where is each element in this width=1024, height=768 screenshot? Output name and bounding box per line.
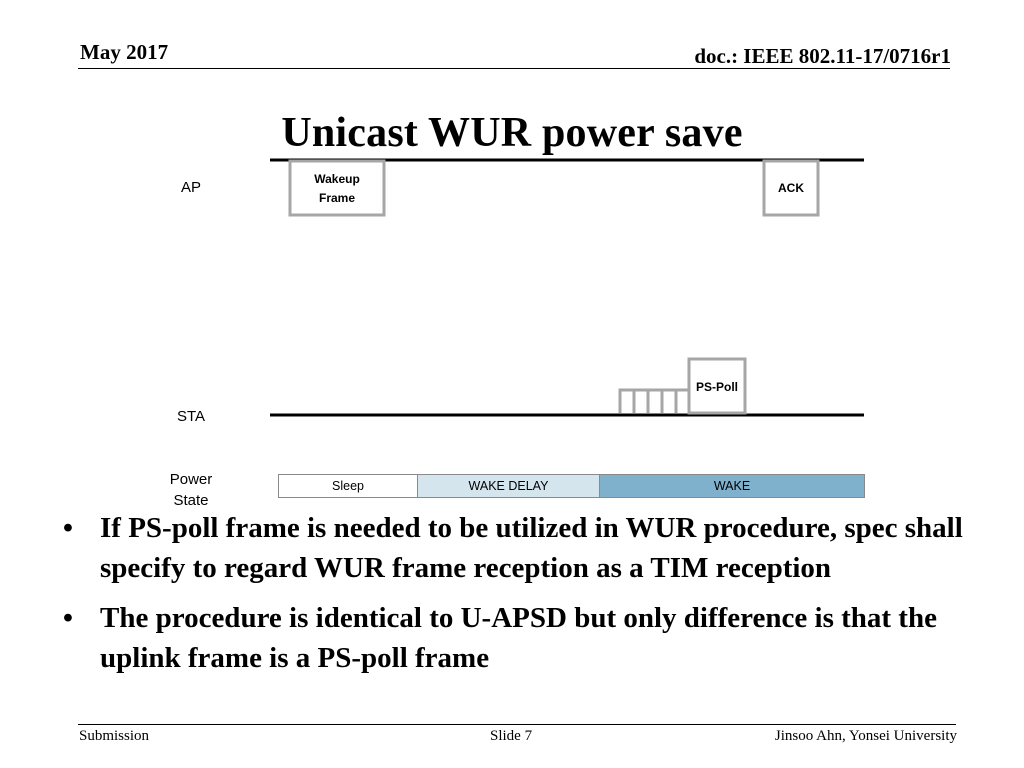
header-date: May 2017 bbox=[80, 40, 169, 64]
lane-label-power-state: Power State bbox=[169, 471, 213, 509]
bullet-item: • If PS-poll frame is needed to be utili… bbox=[58, 508, 978, 588]
slide-title: Unicast WUR power save bbox=[281, 110, 743, 156]
power-state-bar: Sleep WAKE DELAY WAKE bbox=[278, 474, 865, 498]
lane-label-sta: STA bbox=[176, 408, 206, 425]
wakeup-frame-label-line1: Wakeup bbox=[314, 172, 360, 186]
wakeup-frame-label-line2: Frame bbox=[319, 191, 355, 205]
backoff-slots bbox=[618, 388, 689, 413]
ps-poll-frame-label: PS-Poll bbox=[696, 380, 738, 394]
footer-author: Jinsoo Ahn, Yonsei University bbox=[774, 728, 957, 744]
ack-frame-box: ACK bbox=[762, 159, 820, 217]
lane-label-ap: AP bbox=[180, 179, 201, 196]
wakeup-frame-box: Wakeup Frame bbox=[288, 159, 386, 217]
bullet-list: • If PS-poll frame is needed to be utili… bbox=[58, 508, 978, 688]
footer-divider bbox=[78, 724, 956, 725]
header-doc-id: doc.: IEEE 802.11-17/0716r1 bbox=[694, 44, 951, 68]
power-state-wake: WAKE bbox=[600, 475, 864, 497]
bullet-text: The procedure is identical to U-APSD but… bbox=[100, 602, 937, 674]
bullet-item: • The procedure is identical to U-APSD b… bbox=[58, 598, 978, 678]
power-state-sleep: Sleep bbox=[279, 475, 418, 497]
bullet-marker: • bbox=[62, 602, 74, 634]
header-divider bbox=[78, 68, 950, 69]
ps-poll-frame-box: PS-Poll bbox=[687, 357, 747, 415]
power-state-wake-delay: WAKE DELAY bbox=[418, 475, 600, 497]
bullet-marker: • bbox=[62, 512, 74, 544]
footer-slide-number: Slide 7 bbox=[490, 728, 533, 744]
ack-frame-label: ACK bbox=[778, 181, 804, 195]
bullet-text: If PS-poll frame is needed to be utilize… bbox=[100, 512, 963, 584]
footer-submission: Submission bbox=[79, 728, 150, 744]
